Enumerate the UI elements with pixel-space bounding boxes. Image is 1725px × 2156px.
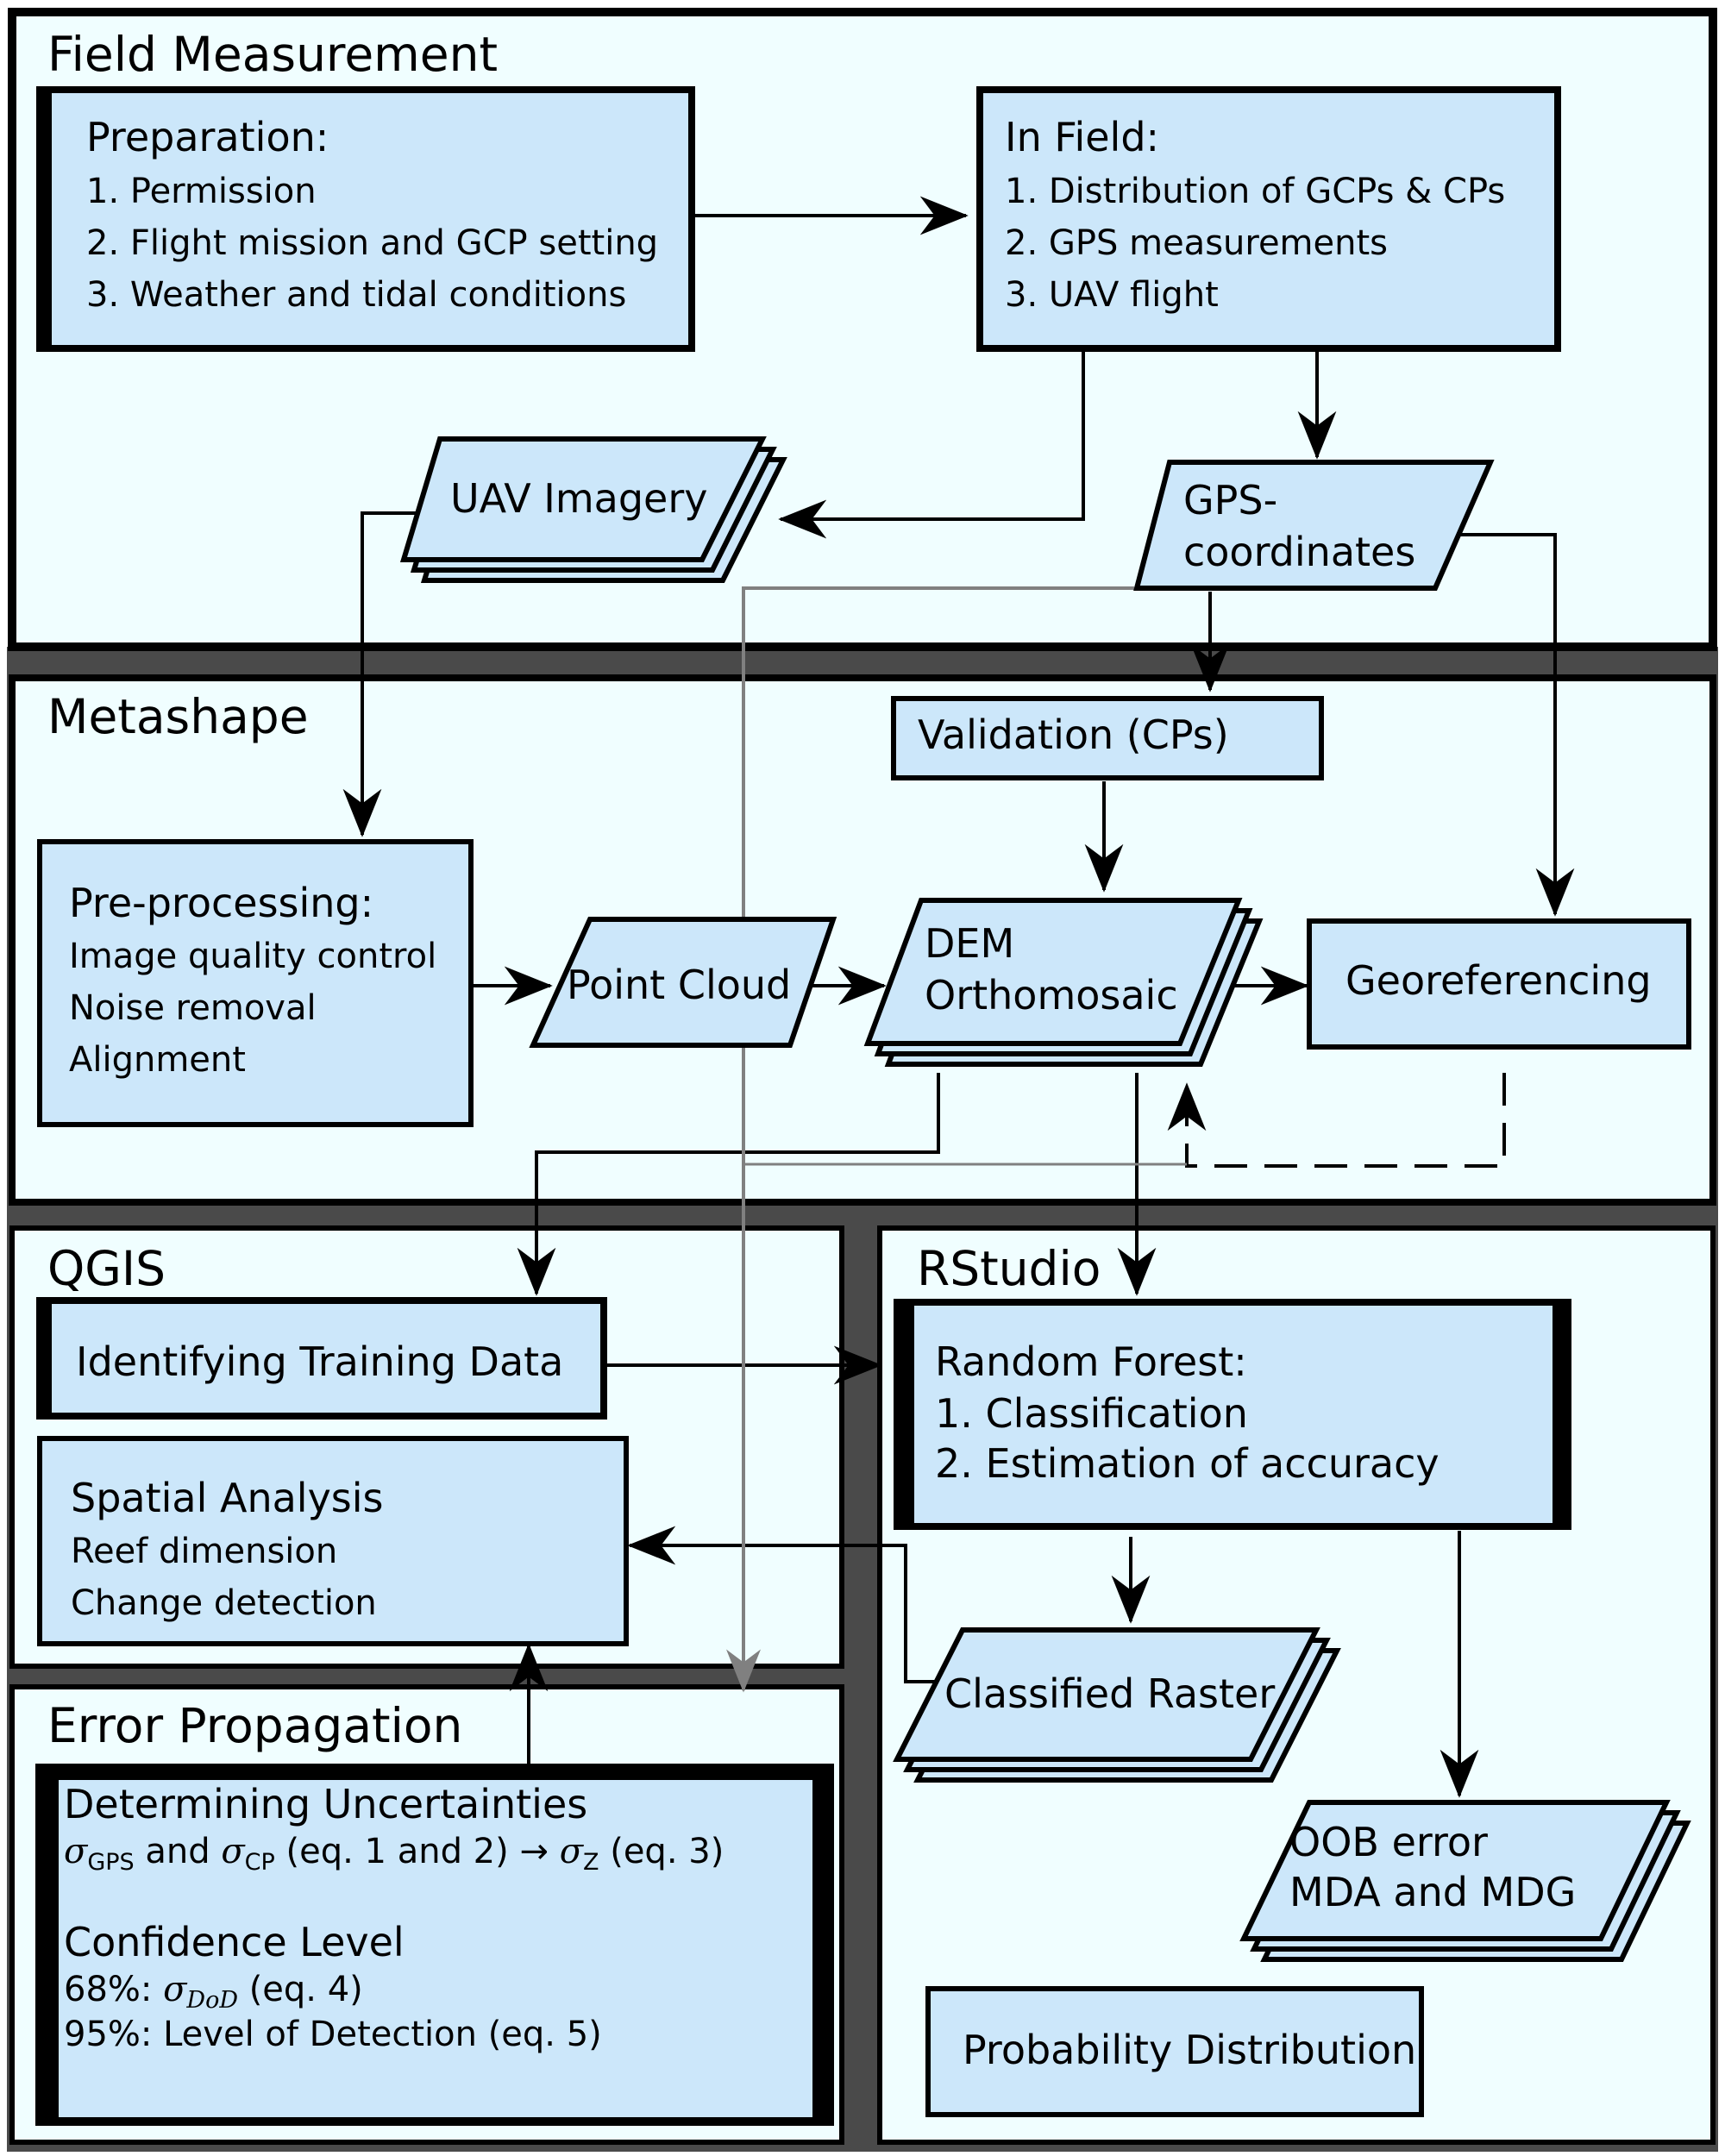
arrow-dem-to-training bbox=[517, 1073, 940, 1296]
box-uncertainties-accent-top bbox=[40, 1768, 830, 1780]
box-preprocessing bbox=[37, 839, 474, 1127]
uncertainty-title: Determining Uncertainties bbox=[64, 1781, 587, 1827]
random-forest-title: Random Forest: bbox=[935, 1338, 1247, 1385]
box-gps-coordinates bbox=[1133, 460, 1495, 591]
random-forest-item-1: 1. Classification bbox=[935, 1390, 1248, 1437]
preprocessing-item-1: Image quality control bbox=[69, 937, 436, 976]
preparation-item-3: 3. Weather and tidal conditions bbox=[86, 275, 626, 315]
classified-raster-label: Classified Raster bbox=[944, 1670, 1275, 1717]
box-oob-error bbox=[1239, 1800, 1691, 1962]
box-uav-imagery bbox=[399, 436, 787, 583]
box-probability-distribution bbox=[925, 1986, 1424, 2117]
section-title-field: Field Measurement bbox=[47, 27, 498, 82]
box-random-forest-accent-right bbox=[1552, 1302, 1568, 1526]
box-georeferencing bbox=[1307, 918, 1691, 1050]
box-preparation-accent bbox=[40, 90, 52, 348]
arrow-gps-to-error-gray bbox=[726, 586, 1134, 1693]
preparation-item-1: 1. Permission bbox=[86, 172, 317, 211]
spatial-item-2: Change detection bbox=[71, 1583, 377, 1623]
preparation-title: Preparation: bbox=[86, 114, 329, 160]
box-validation bbox=[891, 696, 1324, 780]
box-point-cloud bbox=[529, 917, 837, 1048]
uncertainty-formula: σGPS and σCP (eq. 1 and 2) → σZ (eq. 3) bbox=[64, 1832, 724, 1876]
infield-title: In Field: bbox=[1005, 114, 1159, 160]
oob-label-line2: MDA and MDG bbox=[1289, 1869, 1576, 1915]
confidence-title: Confidence Level bbox=[64, 1919, 405, 1965]
box-random-forest bbox=[894, 1299, 1571, 1530]
georeferencing-label: Georeferencing bbox=[1346, 957, 1652, 1004]
infield-item-2: 2. GPS measurements bbox=[1005, 223, 1388, 263]
oob-label-line1: OOB error bbox=[1289, 1819, 1488, 1865]
section-title-error: Error Propagation bbox=[47, 1698, 462, 1753]
random-forest-item-2: 2. Estimation of accuracy bbox=[935, 1440, 1440, 1487]
section-title-qgis: QGIS bbox=[47, 1241, 166, 1296]
spatial-item-1: Reef dimension bbox=[71, 1532, 337, 1571]
box-uncertainties-accent-left bbox=[40, 1768, 59, 2122]
infield-item-3: 3. UAV flight bbox=[1005, 275, 1219, 315]
validation-label: Validation (CPs) bbox=[918, 711, 1229, 758]
box-spatial-analysis bbox=[37, 1436, 629, 1646]
point-cloud-label: Point Cloud bbox=[567, 962, 791, 1008]
arrow-infield-to-uav bbox=[778, 352, 1085, 539]
section-title-rstudio: RStudio bbox=[917, 1241, 1101, 1296]
preprocessing-item-2: Noise removal bbox=[69, 988, 317, 1028]
confidence-95: 95%: Level of Detection (eq. 5) bbox=[64, 2015, 602, 2054]
uav-imagery-label: UAV Imagery bbox=[450, 475, 707, 522]
spatial-title: Spatial Analysis bbox=[71, 1475, 384, 1521]
arrow-uav-to-preprocessing bbox=[342, 511, 427, 837]
section-title-metashape: Metashape bbox=[47, 689, 309, 744]
box-dem-orthomosaic bbox=[863, 898, 1264, 1067]
infield-item-1: 1. Distribution of GCPs & CPs bbox=[1005, 172, 1505, 211]
box-classified-raster bbox=[893, 1627, 1341, 1783]
arrow-georeferencing-to-dem-dashed bbox=[1167, 1073, 1506, 1168]
dem-label-line2: Orthomosaic bbox=[925, 972, 1178, 1018]
preparation-item-2: 2. Flight mission and GCP setting bbox=[86, 223, 658, 263]
arrow-raster-to-spatial bbox=[627, 1526, 953, 1683]
gps-label-line2: coordinates bbox=[1183, 529, 1415, 575]
box-in-field bbox=[976, 86, 1561, 352]
dem-label-line1: DEM bbox=[925, 920, 1014, 967]
probability-label: Probability Distribution bbox=[963, 2027, 1416, 2073]
gps-label-line1: GPS- bbox=[1183, 477, 1277, 523]
preprocessing-item-3: Alignment bbox=[69, 1040, 246, 1080]
arrow-gps-to-georeferencing bbox=[1458, 533, 1575, 917]
confidence-68: 68%: σDoD (eq. 4) bbox=[64, 1970, 363, 2014]
box-training-accent bbox=[40, 1300, 52, 1416]
box-random-forest-accent-left bbox=[897, 1302, 914, 1526]
preprocessing-title: Pre-processing: bbox=[69, 880, 373, 926]
box-uncertainties-accent-right bbox=[812, 1768, 830, 2122]
training-label: Identifying Training Data bbox=[76, 1338, 563, 1385]
